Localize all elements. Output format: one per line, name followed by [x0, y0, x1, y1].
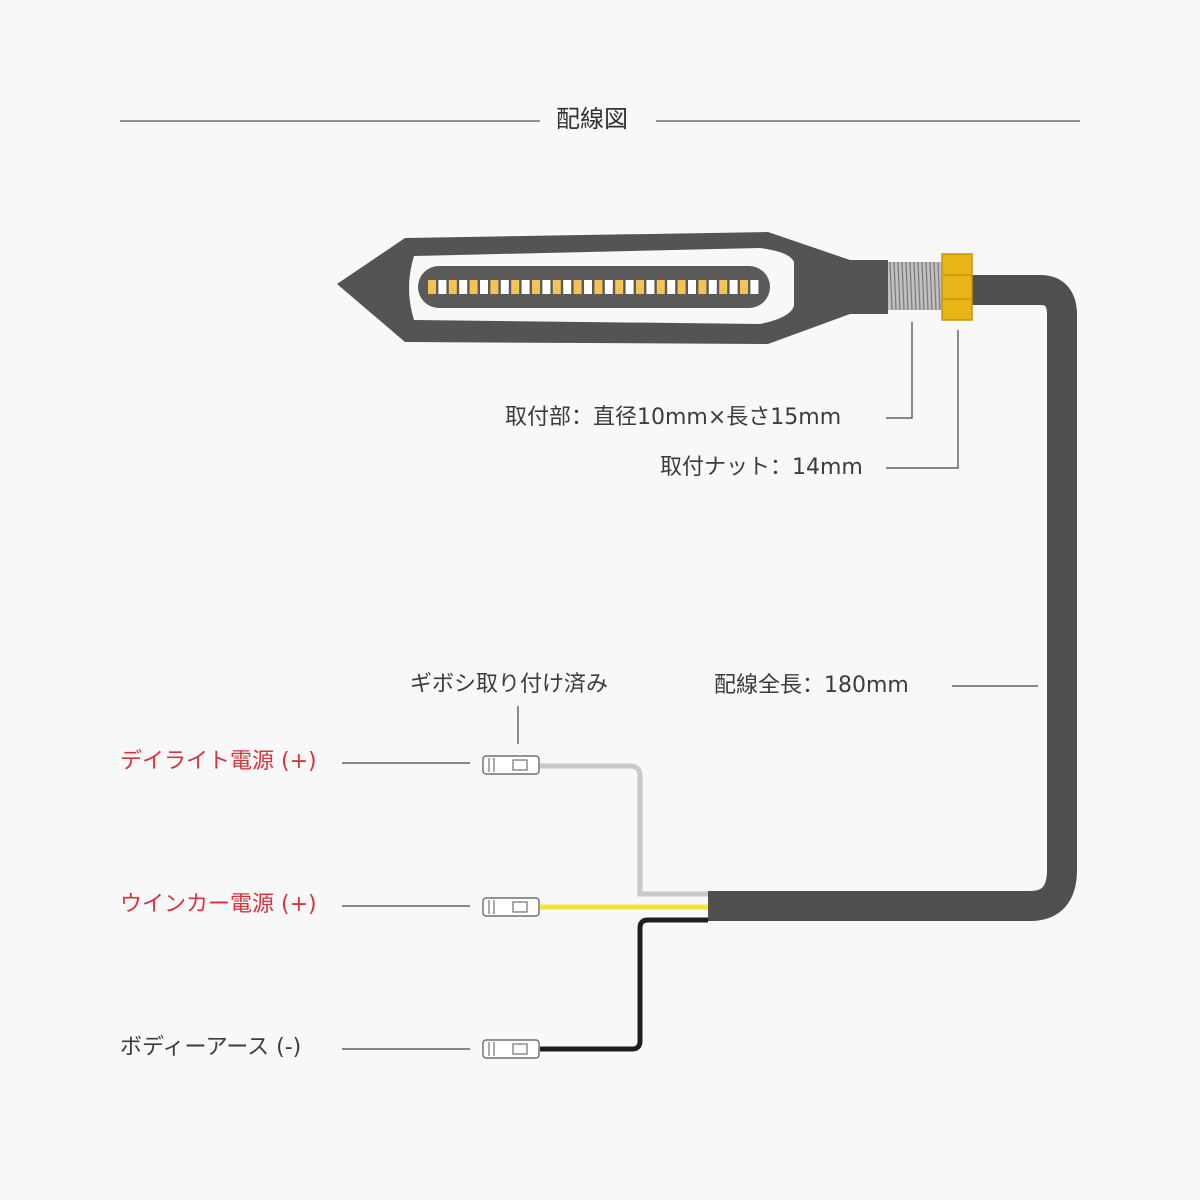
- led-white: [542, 280, 551, 294]
- led-amber: [490, 280, 499, 294]
- led-amber: [740, 280, 748, 294]
- thread-line: [933, 261, 937, 311]
- wire-daylight: [540, 763, 708, 897]
- mount-nut-icon: [941, 253, 973, 321]
- led-white: [625, 280, 634, 294]
- led-white: [750, 280, 759, 294]
- led-white: [521, 280, 530, 294]
- thread-line: [913, 261, 917, 311]
- gibosi-connector-winker: [482, 897, 540, 917]
- thread-line: [889, 261, 893, 311]
- threaded-shaft: [888, 261, 942, 311]
- label-winker-power: ウインカー電源 (+): [120, 892, 317, 917]
- connector-crimp: [512, 1043, 528, 1055]
- led-amber: [573, 280, 582, 294]
- thread-line: [929, 261, 933, 311]
- label-mount-nut: 取付ナット：14mm: [660, 455, 863, 480]
- thread-line: [897, 261, 901, 311]
- led-amber: [594, 280, 603, 294]
- led-amber: [552, 280, 561, 294]
- led-amber: [719, 280, 728, 294]
- thread-line: [921, 261, 925, 311]
- leader-mount-part: [886, 322, 913, 419]
- led-white: [667, 280, 676, 294]
- connector-sleeve: [482, 755, 540, 775]
- led-white: [459, 280, 468, 294]
- led-amber: [698, 280, 707, 294]
- connector-sleeve: [482, 897, 540, 917]
- led-amber: [677, 280, 686, 294]
- led-white: [646, 280, 655, 294]
- led-white: [604, 280, 613, 294]
- thread-line: [909, 261, 913, 311]
- connector-crimp: [512, 901, 528, 913]
- led-white: [708, 280, 717, 294]
- led-strip: [418, 266, 770, 308]
- led-white: [584, 280, 592, 294]
- label-mount-part: 取付部：直径10mm×長さ15mm: [505, 405, 842, 430]
- led-amber: [615, 280, 624, 294]
- thread-line: [917, 261, 921, 311]
- thread-line: [893, 261, 897, 311]
- leader-mount-nut: [886, 330, 959, 469]
- led-amber: [636, 280, 644, 294]
- gibosi-connector-earth: [482, 1039, 540, 1059]
- led-array: [428, 280, 759, 294]
- thread-line: [901, 261, 905, 311]
- label-body-earth: ボディーアース (-): [120, 1035, 302, 1060]
- connector-sleeve: [482, 1039, 540, 1059]
- label-wire-length: 配線全長：180mm: [714, 673, 909, 698]
- label-daylight-power: デイライト電源 (+): [120, 749, 317, 774]
- led-white: [729, 280, 738, 294]
- led-white: [500, 280, 509, 294]
- led-amber: [532, 280, 540, 294]
- led-white: [480, 280, 488, 294]
- wire-earth: [540, 917, 708, 1052]
- label-gibosi: ギボシ取り付け済み: [410, 672, 609, 697]
- led-amber: [448, 280, 457, 294]
- led-white: [563, 280, 572, 294]
- led-white: [438, 280, 447, 294]
- led-amber: [428, 280, 436, 294]
- gibosi-connector-daylight: [482, 755, 540, 775]
- main-cable: [708, 275, 1077, 921]
- led-amber: [469, 280, 478, 294]
- connector-crimp: [512, 759, 528, 771]
- thread-line: [925, 261, 929, 311]
- led-white: [688, 280, 696, 294]
- thread-line: [905, 261, 909, 311]
- led-amber: [656, 280, 665, 294]
- thread-line: [937, 261, 941, 311]
- page-title: 配線図: [556, 105, 628, 133]
- led-amber: [511, 280, 520, 294]
